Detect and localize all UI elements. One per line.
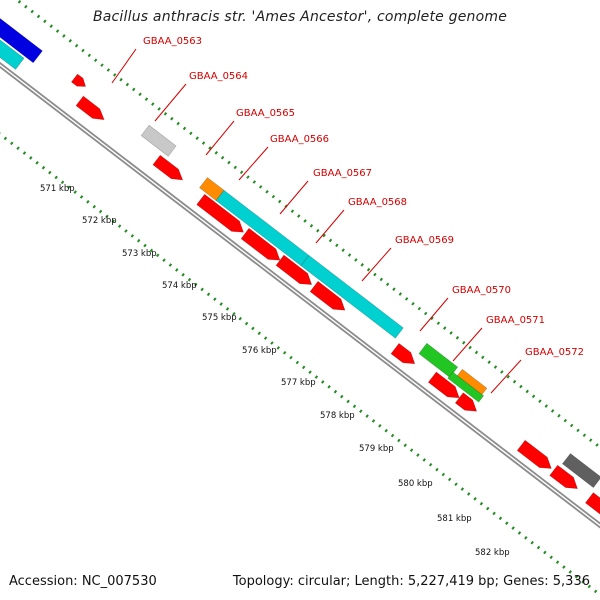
gene-label: GBAA_0570 <box>452 285 511 296</box>
gene-label: GBAA_0569 <box>395 235 454 246</box>
kbp-scale-label: 580 kbp <box>398 479 433 489</box>
genome-backbone-highlight <box>0 64 600 527</box>
inner-scale-line <box>0 132 600 597</box>
genome-backbone <box>0 61 600 529</box>
cyan-long-feature-2 <box>300 254 404 339</box>
cds-arrow <box>275 254 313 285</box>
kbp-scale-label: 582 kbp <box>475 548 510 558</box>
grey-feature <box>140 124 177 157</box>
gene-label: GBAA_0572 <box>525 347 584 358</box>
gene-label: GBAA_0568 <box>348 197 407 208</box>
green-feature <box>418 342 459 378</box>
cds-arrow <box>390 342 416 365</box>
kbp-scale-label: 579 kbp <box>359 444 394 454</box>
gene-label: GBAA_0567 <box>313 168 372 179</box>
gene-leader-line <box>452 327 483 362</box>
cds-arrow <box>75 95 105 121</box>
gene-label: GBAA_0563 <box>143 36 202 47</box>
blue-feature <box>0 17 43 64</box>
kbp-scale-label: 571 kbp <box>40 184 75 194</box>
gene-leader-line <box>111 48 137 84</box>
cds-arrow <box>516 439 552 469</box>
gene-label: GBAA_0564 <box>189 71 248 82</box>
cyan-feature <box>0 39 25 70</box>
kbp-scale-label: 575 kbp <box>202 313 237 323</box>
kbp-scale-label: 573 kbp <box>122 249 157 259</box>
kbp-scale-label: 572 kbp <box>82 216 117 226</box>
cds-arrow <box>70 73 87 87</box>
cds-arrow <box>427 371 460 399</box>
gene-label: GBAA_0571 <box>486 315 545 326</box>
gene-leader-line <box>490 359 522 394</box>
gene-leader-line <box>238 146 269 181</box>
cds-arrow <box>152 154 184 181</box>
gene-label: GBAA_0566 <box>270 134 329 145</box>
kbp-scale-label: 578 kbp <box>320 411 355 421</box>
cds-arrow <box>240 227 281 261</box>
genome-title: Bacillus anthracis str. 'Ames Ancestor',… <box>92 9 508 25</box>
kbp-scale-label: 581 kbp <box>437 514 472 524</box>
gene-leader-line <box>279 180 309 215</box>
gene-label: GBAA_0565 <box>236 108 295 119</box>
genome-summary-text: Topology: circular; Length: 5,227,419 bp… <box>232 574 590 589</box>
accession-text: Accession: NC_007530 <box>9 574 157 589</box>
cds-arrow <box>309 280 346 311</box>
orange-thin-feature <box>456 368 488 395</box>
kbp-scale-label: 577 kbp <box>281 378 316 388</box>
kbp-scale-label: 574 kbp <box>162 281 197 291</box>
gene-leader-line <box>315 209 345 244</box>
gene-leader-line <box>419 297 449 332</box>
cds-arrow <box>454 392 478 412</box>
cds-arrow <box>584 492 600 515</box>
gene-leader-line <box>361 247 392 282</box>
green-thin-feature <box>447 371 485 403</box>
dark-grey-feature <box>561 453 600 489</box>
gene-leader-line <box>205 120 235 156</box>
cds-arrow <box>549 464 578 489</box>
gene-leader-line <box>154 83 187 122</box>
kbp-scale-label: 576 kbp <box>242 346 277 356</box>
cds-arrow <box>196 193 244 233</box>
